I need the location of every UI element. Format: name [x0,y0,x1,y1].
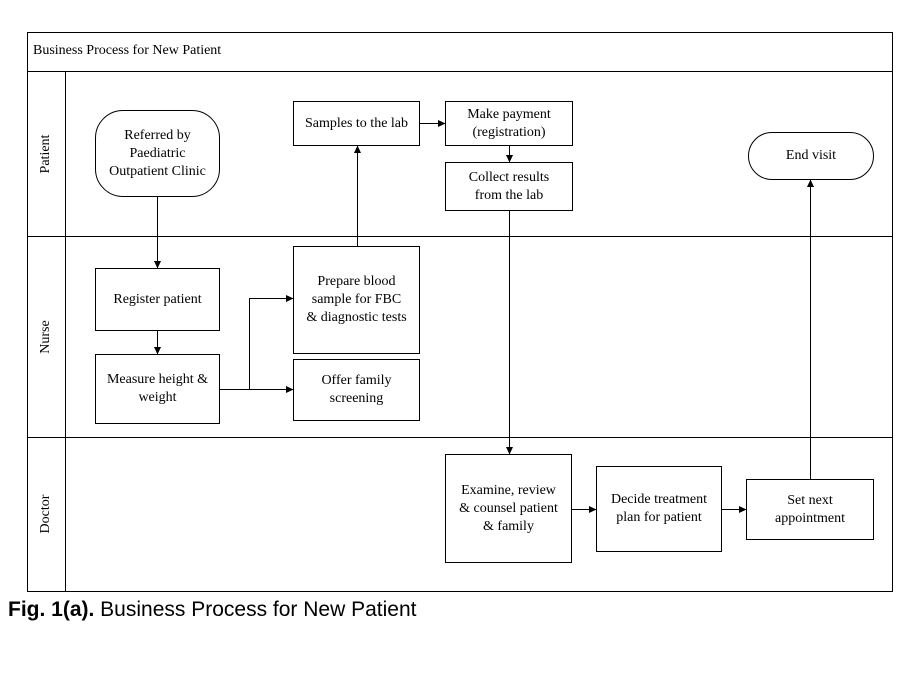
set-next-appointment-node: Set next appointment [746,479,874,540]
pool-title: Business Process for New Patient [33,43,222,58]
decide-treatment-node: Decide treatment plan for patient [596,466,722,552]
pool-frame [27,32,893,592]
samples-to-lab-node: Samples to the lab [293,101,420,146]
flow-measure-to-prepare [220,295,294,390]
family-screening-node: Offer family screening [293,359,420,421]
figure-caption-label: Fig. 1(a). [8,598,95,621]
prepare-blood-sample-node: Prepare blood sample for FBC & diagnosti… [293,246,420,354]
measure-height-weight-node: Measure height & weight [95,354,220,424]
make-payment-node: Make payment (registration) [445,101,573,146]
end-visit-node: End visit [748,132,874,180]
lane-label-doctor: Doctor [38,494,53,534]
examine-review-node: Examine, review & counsel patient & fami… [445,454,572,563]
start-referred-node: Referred by Paediatric Outpatient Clinic [95,110,220,197]
collect-results-node: Collect results from the lab [445,162,573,211]
lane-label-nurse: Nurse [38,320,53,354]
figure-caption-text: Business Process for New Patient [94,598,417,621]
lane-label-patient: Patient [38,134,53,174]
register-patient-node: Register patient [95,268,220,331]
figure-caption: Fig. 1(a). Business Process for New Pati… [8,598,416,622]
